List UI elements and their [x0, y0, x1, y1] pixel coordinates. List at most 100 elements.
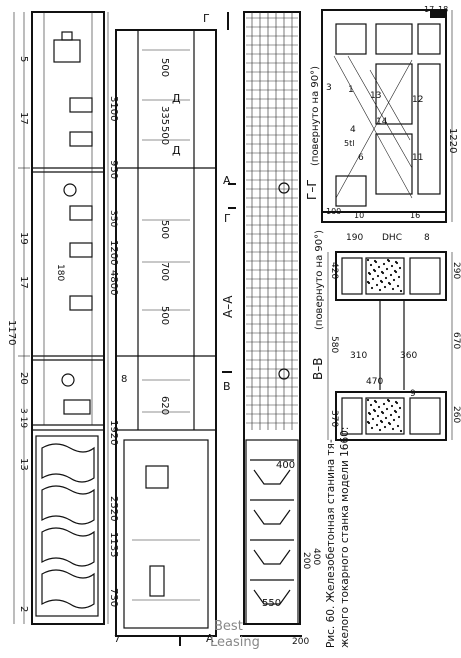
- dim-5: 5: [18, 56, 29, 62]
- dim-950: 950: [108, 160, 119, 179]
- caption-line-1: Рис. 60. Железобетонная станина тя-: [325, 439, 337, 648]
- dim-500-a: 500: [159, 58, 170, 77]
- aggregate-dot: [398, 266, 402, 270]
- vv-dim-dhc: DHC: [382, 233, 402, 243]
- dim-17-top: 17: [18, 112, 29, 125]
- gg-dim-1220: 1220: [447, 128, 458, 153]
- dim-8: 8: [121, 374, 127, 385]
- section-label-aa: А–А: [221, 295, 235, 318]
- section-label-gg: Г–Г: [305, 179, 319, 200]
- vv-dim-670: 670: [451, 332, 461, 349]
- vv-dim-9: 9: [410, 389, 416, 399]
- dim-180: 180: [55, 264, 65, 281]
- dim-500-b: 500: [159, 126, 170, 145]
- dim-335: 335: [159, 106, 170, 125]
- dim-200-a: 200: [301, 552, 311, 569]
- watermark: Best Leasing: [210, 619, 260, 650]
- aggregate-dot: [375, 283, 379, 287]
- dim-17-mid: 17: [18, 276, 29, 289]
- aggregate-dot: [371, 277, 375, 281]
- dim-4800: 4800: [108, 270, 119, 295]
- dim-550: 550: [262, 598, 281, 609]
- aggregate-dot: [378, 288, 382, 292]
- aggregate-dot: [383, 285, 387, 289]
- aggregate-dot: [370, 426, 374, 430]
- aggregate-dot: [367, 411, 371, 415]
- dim-3-19: 3 19: [18, 408, 28, 428]
- dim-400-b: 400: [311, 548, 321, 565]
- aggregate-dot: [377, 405, 381, 409]
- aggregate-dot: [391, 287, 395, 291]
- section-vv-drawing: [327, 251, 453, 441]
- section-mark-d1: Д: [172, 92, 181, 105]
- dim-620: 620: [159, 396, 170, 415]
- aggregate-dot: [372, 268, 376, 272]
- watermark-line-1: Best: [214, 619, 243, 634]
- aggregate-dot: [379, 419, 383, 423]
- aggregate-dot: [397, 275, 401, 279]
- aggregate-dot: [366, 398, 370, 402]
- section-mark-d2: Д: [172, 144, 181, 157]
- aggregate-dot: [391, 427, 395, 431]
- aggregate-dot: [387, 281, 391, 285]
- section-mark-a-low: А: [206, 632, 214, 645]
- dim-7: 7: [114, 634, 120, 645]
- vv-dim-470: 470: [366, 377, 383, 387]
- aggregate-dot: [386, 398, 390, 402]
- aggregate-dot: [366, 258, 370, 262]
- section-mark-g-mid: Г: [224, 212, 231, 225]
- aggregate-dot: [377, 265, 381, 269]
- section-markers: Г Г А А–А В А: [203, 12, 236, 645]
- dim-400-top: 400: [276, 460, 295, 471]
- aggregate-dot: [398, 406, 402, 410]
- section-gg-labels: Г–Г (повернуто на 90°) 17 18 1220 3 1 13…: [305, 5, 458, 220]
- aggregate-dot: [385, 267, 389, 271]
- dim-19: 19: [18, 232, 29, 245]
- aggregate-dot: [394, 400, 398, 404]
- dim-13: 13: [18, 458, 29, 471]
- aggregate-dot: [369, 403, 373, 407]
- aggregate-dot: [393, 269, 397, 273]
- dim-500-c: 500: [159, 220, 170, 239]
- vv-dim-290: 290: [451, 262, 461, 279]
- dim-500-d: 500: [159, 306, 170, 325]
- dim-350: 350: [108, 210, 118, 227]
- aggregate-dot: [376, 414, 380, 418]
- section-mark-g-top: Г: [203, 12, 210, 25]
- vv-dim-580: 580: [329, 336, 339, 353]
- aggregate-dot: [387, 421, 391, 425]
- section-vv-note: (повернуто на 90°): [314, 230, 325, 330]
- aggregate-dot: [366, 420, 370, 424]
- section-vv-labels: В–В (повернуто на 90°) 190 DHC 8 420 290…: [311, 230, 461, 428]
- aggregate-dot: [380, 410, 384, 414]
- gg-part-16: 16: [410, 211, 420, 220]
- dim-200-b: 200: [292, 637, 309, 647]
- gg-part-1: 1: [348, 85, 354, 95]
- aggregate-dot: [399, 289, 403, 293]
- aggregate-dot: [371, 417, 375, 421]
- dim-1200: 1200: [108, 240, 119, 265]
- aggregate-dot: [383, 425, 387, 429]
- aggregate-dot: [382, 262, 386, 266]
- gg-part-14: 14: [376, 117, 388, 127]
- aggregate-dot: [390, 404, 394, 408]
- gg-dim-18: 18: [438, 5, 448, 14]
- aggregate-dot: [366, 280, 370, 284]
- dim-730: 730: [108, 588, 119, 607]
- aggregate-dot: [372, 408, 376, 412]
- section-gg-note: (повернуто на 90°): [310, 66, 321, 166]
- aggregate-dot: [397, 415, 401, 419]
- aggregate-dot: [389, 273, 393, 277]
- aggregate-dot: [384, 416, 388, 420]
- aggregate-dot: [382, 402, 386, 406]
- dim-1170: 1170: [6, 320, 17, 345]
- aggregate-dot: [378, 428, 382, 432]
- left-plan-view: [13, 11, 109, 625]
- caption-line-2: желого токарного станка модели 1660:: [339, 427, 351, 648]
- aggregate-dot: [392, 418, 396, 422]
- vv-dim-260: 260: [451, 406, 461, 423]
- aggregate-dot: [380, 270, 384, 274]
- aggregate-dot: [373, 399, 377, 403]
- vv-dim-370: 370: [329, 410, 339, 427]
